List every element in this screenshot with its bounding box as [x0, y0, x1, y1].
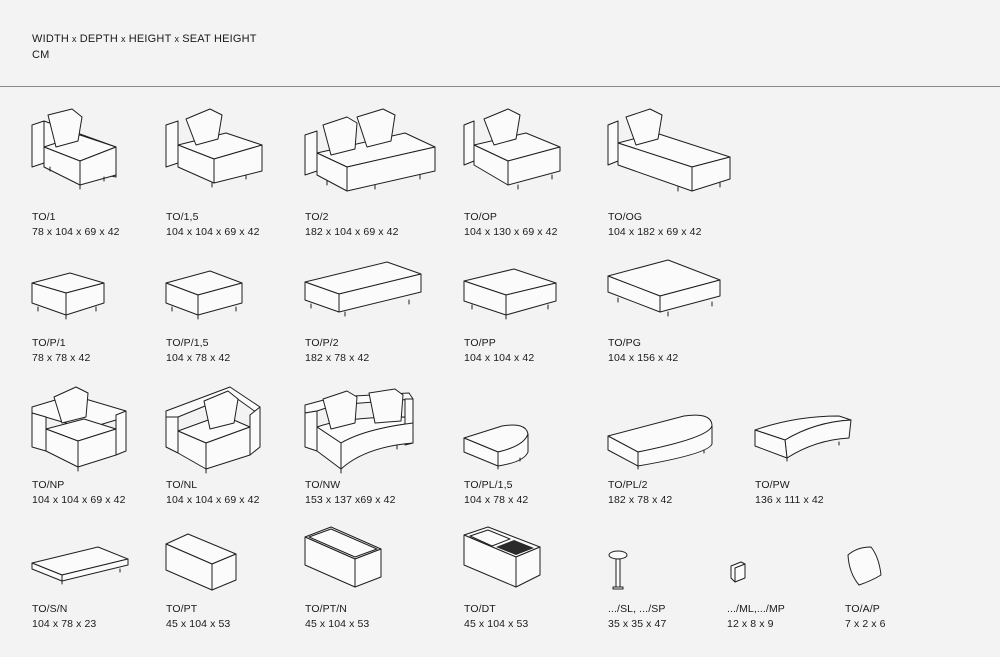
deep-seat-one-arm-icon [463, 108, 561, 190]
module-code: TO/S/N [32, 603, 68, 615]
separator: x [121, 34, 126, 44]
module-code: .../SL, .../SP [608, 603, 666, 615]
module-code: TO/NP [32, 479, 65, 491]
side-table-top-icon [304, 526, 382, 588]
armchair-one-arm-wide-icon [165, 108, 263, 188]
module-dimensions: 182 x 78 x 42 [608, 494, 673, 506]
module-code: TO/PP [464, 337, 496, 349]
module-dimensions: 153 x 137 x69 x 42 [305, 494, 396, 506]
curved-pouf-icon [754, 415, 852, 462]
module-code: TO/P/2 [305, 337, 339, 349]
module-code: TO/A/P [845, 603, 880, 615]
module-dimensions: 104 x 156 x 42 [608, 352, 679, 364]
module-code: TO/OG [608, 211, 643, 223]
module-code: TO/PT/N [305, 603, 347, 615]
module-dimensions: 182 x 78 x 42 [305, 352, 370, 364]
pouf-long-icon [304, 261, 422, 317]
module-dimensions: 182 x 104 x 69 x 42 [305, 226, 399, 238]
low-platform-icon [31, 546, 129, 585]
module-dimensions: 104 x 78 x 42 [166, 352, 231, 364]
module-code: TO/PT [166, 603, 198, 615]
width-label: WIDTH [32, 33, 70, 45]
module-dimensions: 104 x 104 x 69 x 42 [166, 494, 260, 506]
two-seat-one-arm-icon [304, 108, 436, 192]
module-code: TO/PW [755, 479, 790, 491]
curved-sofa-icon [304, 388, 414, 474]
module-dimensions: 104 x 104 x 69 x 42 [166, 226, 260, 238]
module-dimensions: 104 x 78 x 23 [32, 618, 97, 630]
cushion-icon [847, 546, 882, 586]
module-code: TO/P/1 [32, 337, 66, 349]
storage-table-icon [463, 526, 541, 588]
module-dimensions: 78 x 78 x 42 [32, 352, 91, 364]
module-dimensions: 104 x 104 x 69 x 42 [32, 494, 126, 506]
header-divider [0, 86, 1000, 87]
module-dimensions: 136 x 111 x 42 [755, 494, 824, 506]
module-code: TO/1 [32, 211, 56, 223]
module-code: TO/PL/1,5 [464, 479, 513, 491]
module-dimensions: 7 x 2 x 6 [845, 618, 886, 630]
module-dimensions: 45 x 104 x 53 [305, 618, 370, 630]
unit-label: CM [32, 49, 50, 61]
module-code: TO/OP [464, 211, 497, 223]
seat-height-label: SEAT HEIGHT [182, 33, 257, 45]
pouf-medium-icon [165, 270, 243, 320]
module-code: TO/PG [608, 337, 641, 349]
armchair-one-arm-icon [31, 108, 117, 190]
module-code: TO/1,5 [166, 211, 199, 223]
armchair-two-arms-icon [31, 386, 127, 472]
separator: x [72, 34, 77, 44]
small-tray-icon [730, 561, 746, 583]
module-dimensions: 104 x 78 x 42 [464, 494, 529, 506]
module-dimensions: 45 x 104 x 53 [166, 618, 231, 630]
chaise-longue-icon [607, 108, 731, 192]
height-label: HEIGHT [128, 33, 172, 45]
module-code: .../ML,.../MP [727, 603, 785, 615]
module-dimensions: 104 x 104 x 42 [464, 352, 535, 364]
module-dimensions: 104 x 182 x 69 x 42 [608, 226, 702, 238]
module-dimensions: 78 x 104 x 69 x 42 [32, 226, 120, 238]
pouf-square-icon [463, 268, 557, 320]
module-code: TO/DT [464, 603, 496, 615]
pouf-small-icon [31, 272, 105, 320]
half-round-pouf-icon [463, 424, 529, 470]
depth-label: DEPTH [79, 33, 119, 45]
module-code: TO/2 [305, 211, 329, 223]
separator: x [174, 34, 180, 44]
side-table-icon [165, 533, 237, 591]
module-dimensions: 45 x 104 x 53 [464, 618, 529, 630]
module-code: TO/P/1,5 [166, 337, 209, 349]
corner-seat-icon [165, 386, 261, 474]
module-dimensions: 104 x 130 x 69 x 42 [464, 226, 558, 238]
module-dimensions: 35 x 35 x 47 [608, 618, 667, 630]
half-round-pouf-long-icon [607, 414, 713, 470]
module-code: TO/PL/2 [608, 479, 648, 491]
module-code: TO/NW [305, 479, 341, 491]
module-code: TO/NL [166, 479, 198, 491]
module-dimensions: 12 x 8 x 9 [727, 618, 774, 630]
round-side-table-icon [608, 550, 628, 590]
pouf-large-icon [607, 259, 721, 317]
